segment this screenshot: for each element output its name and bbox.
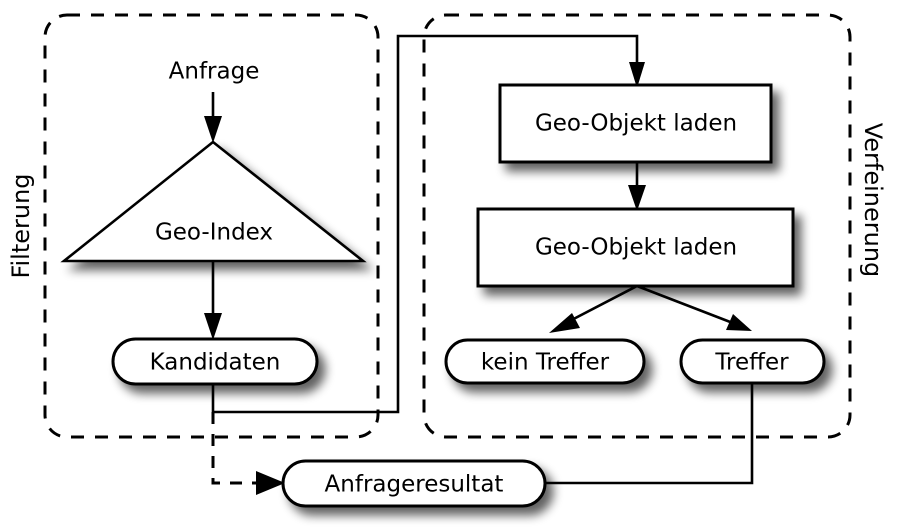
node-anfrage[interactable]: Anfrage (169, 59, 260, 85)
arrowhead-to-kandidaten (204, 313, 222, 340)
node-kein-treffer-shape (444, 338, 646, 385)
node-kandidaten[interactable]: Kandidaten (111, 337, 319, 386)
node-kandidaten-shape (111, 337, 319, 386)
edge-kandidaten-to-geo-objekt-laden-1 (211, 34, 645, 414)
edge-geo-objekt-laden-2-to-treffer (636, 284, 752, 331)
group-filterung: Filterung (7, 13, 380, 439)
node-geo-objekt-laden-2-label: Geo-Objekt laden (535, 235, 737, 261)
node-anfrageresultat[interactable]: Anfrageresultat (281, 459, 547, 508)
node-kandidaten-label: Kandidaten (150, 350, 281, 376)
node-anfrage-label: Anfrage (169, 59, 260, 85)
arrowhead-to-treffer (726, 314, 752, 331)
group-verfeinerung-border (422, 13, 852, 439)
edge-treffer-to-anfrageresultat (545, 382, 754, 485)
edge-kandidaten-to-anfrageresultat (211, 412, 285, 495)
edge-anfrage-to-geo-index (204, 92, 222, 143)
node-geo-index-shape (60, 140, 367, 263)
node-treffer-shape (679, 338, 826, 385)
node-geo-objekt-laden-1-label: Geo-Objekt laden (535, 111, 737, 137)
node-geo-index-label: Geo-Index (155, 220, 273, 246)
node-treffer[interactable]: Treffer (679, 338, 826, 385)
group-filterung-label: Filterung (7, 173, 35, 278)
edge-geo-index-to-kandidaten (204, 261, 222, 340)
node-anfrageresultat-shape (281, 459, 547, 508)
arrowhead-to-kein-treffer (549, 313, 580, 333)
group-verfeinerung: Verfeinerung (422, 13, 887, 439)
node-geo-objekt-laden-1[interactable]: Geo-Objekt laden (498, 83, 773, 164)
node-kein-treffer[interactable]: kein Treffer (444, 338, 646, 385)
arrowhead-to-geo-objekt-laden-1 (629, 62, 645, 88)
node-geo-objekt-laden-1-shape (498, 83, 773, 164)
node-geo-objekt-laden-2-shape (476, 207, 795, 288)
node-anfrageresultat-label: Anfrageresultat (325, 472, 504, 498)
arrowhead-to-anfrageresultat (256, 471, 285, 495)
node-kein-treffer-label: kein Treffer (481, 350, 610, 376)
node-geo-index[interactable]: Geo-Index (60, 140, 367, 263)
edge-geo-objekt-laden-2-to-kein-treffer (549, 284, 638, 333)
node-treffer-label: Treffer (714, 350, 789, 376)
arrowhead-to-geo-objekt-laden-2 (628, 185, 646, 211)
group-filterung-border (43, 13, 380, 439)
node-geo-objekt-laden-2[interactable]: Geo-Objekt laden (476, 207, 795, 288)
arrowhead-to-geo-index (204, 116, 222, 143)
edge-geo-objekt-laden-1-to-2 (628, 162, 646, 211)
group-verfeinerung-label: Verfeinerung (859, 123, 887, 278)
